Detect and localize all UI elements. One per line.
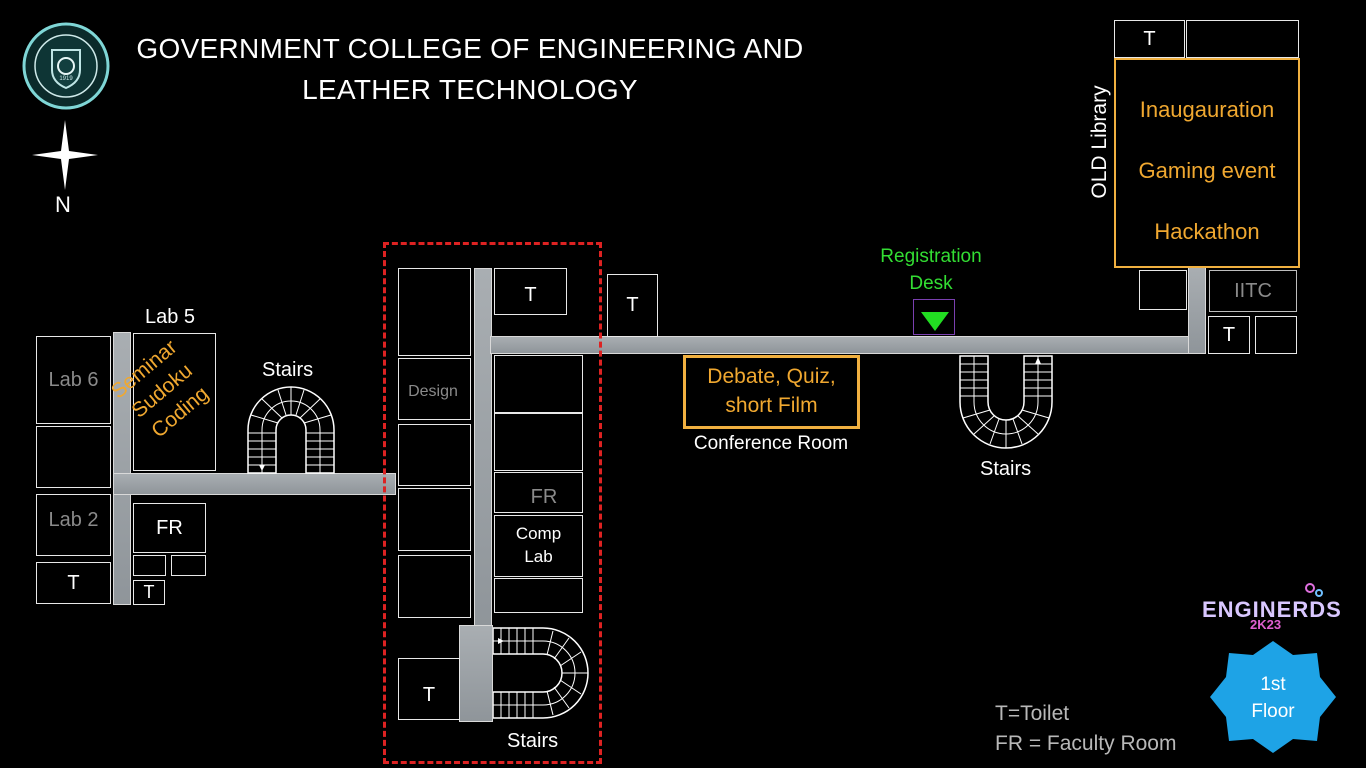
corridor-left-vertical <box>113 332 131 605</box>
faculty-room-center <box>494 472 583 513</box>
toilet-center-top-label: T <box>524 284 537 306</box>
stairs-center-label: Stairs <box>507 730 559 752</box>
lab-6-label: Lab 6 <box>48 368 99 391</box>
center-right-room-1 <box>494 355 583 413</box>
library-events-label: Inaugauration Gaming event Hackathon <box>1114 94 1300 248</box>
center-room-5 <box>398 555 471 618</box>
design-label: Design <box>408 383 458 400</box>
event-brand-logo <box>1200 582 1336 632</box>
design-room <box>398 358 471 420</box>
toilet-center-right-room <box>607 274 658 337</box>
lab-5-room <box>133 333 216 471</box>
toilet-right-room <box>1208 316 1250 354</box>
registration-desk-label: Registration Desk <box>866 243 996 297</box>
compass-north-label: N <box>55 192 71 217</box>
toilet-left-small-label: T <box>143 582 155 602</box>
library-event-3: Hackathon <box>1154 219 1260 244</box>
right-small-room <box>1139 270 1187 310</box>
toilet-center-bottom-room <box>398 658 460 720</box>
floor-badge-line-1: 1st <box>1260 674 1286 695</box>
toilet-left-bottom-label: T <box>67 571 80 594</box>
faculty-room-left-label: FR <box>156 516 183 539</box>
lab-6-room <box>36 336 111 424</box>
corridor-left-horizontal <box>113 473 396 495</box>
library-event-1: Inaugauration <box>1139 97 1275 122</box>
toilet-center-right-label: T <box>626 294 639 316</box>
comp-lab-room <box>494 515 583 577</box>
comp-lab-line-2: Lab <box>524 547 553 566</box>
center-room-4 <box>398 488 471 551</box>
toilet-right-label: T <box>1222 323 1236 346</box>
lab-5-label: Lab 5 <box>145 306 196 328</box>
comp-lab-line-1: Comp <box>515 524 562 543</box>
toilet-center-top-room <box>494 268 567 315</box>
stairs-left-icon <box>246 385 336 475</box>
college-logo <box>22 22 110 110</box>
legend-toilet: T=Toilet <box>995 702 1070 725</box>
toilet-top-right-room <box>1114 20 1185 58</box>
legend-faculty-room: FR = Faculty Room <box>995 732 1177 755</box>
registration-desk-marker <box>913 299 955 335</box>
stairs-right-icon <box>958 354 1054 450</box>
old-library-room <box>1114 58 1300 268</box>
page-title: GOVERNMENT COLLEGE OF ENGINEERING AND LE… <box>120 28 820 110</box>
lab-2-room <box>36 494 111 556</box>
iitc-label: IITC <box>1234 279 1272 302</box>
toilet-left-small-room <box>133 580 165 605</box>
conference-room-label: Conference Room <box>693 433 849 454</box>
toilet-top-right-label: T <box>1143 27 1156 50</box>
stairs-right-label: Stairs <box>980 458 1032 480</box>
left-small-room-1 <box>133 555 166 576</box>
conference-event-line-1: Debate, Quiz, <box>707 365 836 388</box>
top-right-room <box>1186 20 1299 58</box>
floor-badge-label: 1st Floor <box>1210 671 1336 725</box>
old-library-label: OLD Library <box>1088 85 1111 199</box>
registration-line-2: Desk <box>909 273 953 294</box>
registration-arrow-icon <box>921 312 949 337</box>
highlight-dashed-zone <box>383 242 602 764</box>
right-small-room-2 <box>1255 316 1297 354</box>
compass-star-icon <box>30 118 100 192</box>
corridor-right-vertical <box>1188 266 1206 354</box>
iitc-room <box>1209 270 1297 312</box>
stairs-center-icon <box>492 626 591 720</box>
stairs-left-label: Stairs <box>262 359 314 381</box>
left-room-empty <box>36 426 111 488</box>
left-small-room-2 <box>171 555 206 576</box>
event-brand-name: ENGINERDS <box>1202 597 1342 622</box>
comp-lab-label: Comp Lab <box>494 522 583 568</box>
center-right-room-5 <box>494 578 583 613</box>
lab-2-label: Lab 2 <box>48 508 99 531</box>
center-room-3 <box>398 424 471 486</box>
faculty-room-center-label: FR <box>530 485 558 508</box>
center-right-room-2 <box>494 413 583 471</box>
library-event-2: Gaming event <box>1138 158 1276 183</box>
floor-badge-icon <box>1210 641 1336 753</box>
title-line-2: LEATHER TECHNOLOGY <box>302 74 638 105</box>
conference-event-box <box>683 355 860 429</box>
conference-event-label: Debate, Quiz, short Film <box>683 362 860 420</box>
floor-badge-line-2: Floor <box>1251 701 1295 722</box>
registration-line-1: Registration <box>880 246 982 267</box>
toilet-left-bottom-room <box>36 562 111 604</box>
event-brand-year: 2K23 <box>1250 617 1282 632</box>
toilet-center-bottom-label: T <box>422 683 436 706</box>
title-line-1: GOVERNMENT COLLEGE OF ENGINEERING AND <box>136 33 804 64</box>
conference-event-line-2: short Film <box>725 394 818 417</box>
logo-year: 1919 <box>59 76 73 82</box>
center-room-1 <box>398 268 471 356</box>
faculty-room-left <box>133 503 206 553</box>
